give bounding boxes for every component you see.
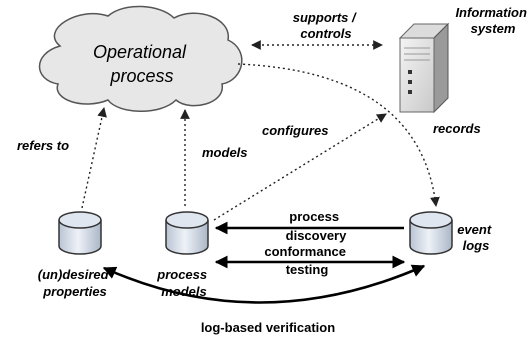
records-arrow xyxy=(237,63,440,207)
server-icon xyxy=(398,22,450,114)
log-based-verification-label: log-based verification xyxy=(201,320,335,335)
event-logs-label: event logs xyxy=(457,222,495,253)
conformance-testing-label: conformance testing xyxy=(264,244,349,277)
supports-controls-label: supports / controls xyxy=(293,10,359,41)
properties-database-icon xyxy=(58,211,102,255)
log-based-verification-arrow xyxy=(102,264,426,304)
event-logs-database-icon xyxy=(409,211,453,255)
properties-label: (un)desired properties xyxy=(38,267,112,299)
records-label: records xyxy=(433,121,481,136)
refers-to-arrow xyxy=(81,107,107,209)
operational-process-cloud: Operational process xyxy=(38,5,243,112)
process-discovery-label: process discovery xyxy=(286,209,347,243)
process-models-database-icon xyxy=(165,211,209,255)
configures-label: configures xyxy=(262,123,328,138)
refers-to-label: refers to xyxy=(17,138,69,153)
information-system-label: Information system xyxy=(455,5,530,36)
operational-process-label: Operational process xyxy=(93,42,191,86)
models-label: models xyxy=(202,145,248,160)
configures-arrow xyxy=(213,113,387,221)
